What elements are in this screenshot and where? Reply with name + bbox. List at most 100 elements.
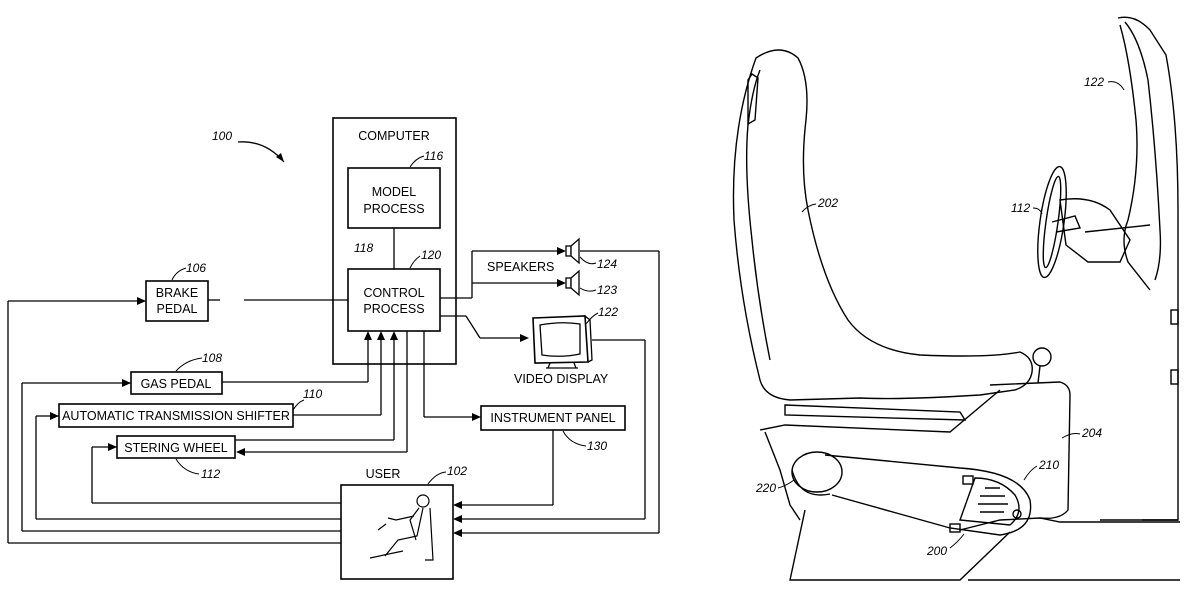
instrument-panel-ref: 130: [587, 439, 607, 453]
speakers-user-arrowhead: [453, 529, 462, 537]
mechanism-bolt-a: [962, 475, 974, 485]
speakers-label: SPEAKERS: [487, 260, 554, 274]
steering-hub: [1051, 215, 1081, 233]
simulator-labels: 122 112 202 204 210 220 200: [755, 75, 1125, 558]
speaker-b-arrowhead: [557, 279, 566, 287]
steering-shaft: [1084, 224, 1151, 233]
speaker-b-leader: [579, 287, 597, 292]
user-ref: 102: [447, 464, 467, 478]
steering-leader: [175, 458, 200, 475]
user-leader: [427, 471, 447, 485]
simulator-illustration: [732, 16, 1180, 581]
actuator-texture: [978, 487, 1008, 513]
brake-pedal-block: [145, 280, 209, 322]
sim-base-ref: 204: [1081, 426, 1102, 440]
figure-ref-arrowhead: [276, 153, 284, 162]
speaker-icon-a: [565, 237, 580, 265]
sim-seat-ref: 202: [817, 196, 838, 210]
sim-wheel-ref: 112: [1011, 201, 1030, 215]
speaker-icon-b: [565, 269, 580, 297]
computer-label: COMPUTER: [358, 129, 430, 143]
sim-mechanism-ref: 210: [1038, 458, 1059, 472]
shifter-stick: [1037, 365, 1041, 384]
model-process-ref: 116: [424, 149, 443, 163]
control-process-ref: 120: [421, 248, 441, 262]
shifter-input-arrowhead: [50, 412, 59, 420]
control-to-display-line-b: [465, 315, 481, 339]
model-process-block: [347, 167, 441, 229]
user-label: USER: [366, 467, 401, 481]
speaker-a-arrowhead: [557, 247, 566, 255]
actuator-icon: [959, 477, 1020, 526]
sim-actuator-leader: [949, 533, 965, 549]
figure-ref-arrow: [237, 141, 285, 163]
brake-pedal-leader: [171, 267, 187, 281]
seat-rail: [784, 404, 967, 421]
control-process-line2: PROCESS: [363, 302, 424, 316]
seat-shell: [732, 49, 1033, 401]
control-process-leader: [409, 255, 421, 269]
gas-arrowhead: [364, 331, 372, 340]
sim-roller-ref: 220: [755, 481, 776, 495]
video-display-ref: 122: [598, 305, 618, 319]
sim-base-leader: [1061, 433, 1081, 439]
base-top-edge: [759, 389, 1001, 433]
roller-shadow: [791, 469, 831, 496]
mechanism-pivot: [1012, 509, 1022, 519]
steering-input-arrowhead: [108, 443, 117, 451]
video-display-leader: [585, 312, 599, 325]
feedback-arrowhead: [236, 448, 245, 456]
panel-arrowhead: [472, 413, 481, 421]
display-panel: [1119, 24, 1151, 291]
link-ref: 118: [354, 241, 373, 255]
display-frame: [1117, 16, 1179, 521]
sim-wheel-leader: [1032, 207, 1043, 215]
steering-label: STERING WHEEL: [124, 441, 228, 455]
seat-side: [745, 69, 771, 361]
speaker-ref-b: 123: [597, 283, 617, 297]
base-console: [959, 381, 1071, 531]
control-process-block: [347, 268, 441, 332]
steering-ref: 112: [201, 467, 220, 481]
steering-column: [1059, 198, 1131, 263]
brake-pedal-line1: BRAKE: [156, 286, 198, 300]
video-display-icon: [532, 315, 593, 369]
shifter-arrowhead: [377, 331, 385, 340]
model-process-line2: PROCESS: [363, 202, 424, 216]
mechanism-bolt-b: [949, 523, 961, 533]
display-inner-edge: [1124, 21, 1162, 281]
mechanism-housing: [824, 454, 1032, 536]
shifter-ref: 110: [303, 387, 322, 401]
steering-wheel-icon: [1037, 165, 1067, 279]
control-process-line1: CONTROL: [363, 286, 424, 300]
user-block: [340, 484, 454, 580]
shifter-label: AUTOMATIC TRANSMISSION SHIFTER: [62, 409, 290, 423]
brake-pedal-line2: PEDAL: [157, 302, 198, 316]
sim-roller-leader: [777, 479, 795, 489]
gas-pedal-leader: [175, 357, 203, 372]
model-process-leader: [409, 155, 425, 168]
display-arrowhead: [520, 334, 529, 342]
base-skirt: [789, 509, 1011, 581]
model-process-line1: MODEL: [372, 185, 417, 199]
seat-headrest-slot: [747, 73, 759, 126]
speaker-ref-a: 124: [597, 257, 617, 271]
sim-mechanism-leader: [1023, 465, 1038, 481]
driver-figure-icon: [369, 494, 434, 561]
instrument-panel-label: INSTRUMENT PANEL: [490, 411, 615, 425]
shifter-knob-icon: [1032, 347, 1052, 367]
floor-step: [1039, 517, 1180, 523]
instrument-panel-leader: [562, 430, 587, 447]
gas-pedal-label: GAS PEDAL: [141, 377, 212, 391]
video-display-label: VIDEO DISPLAY: [514, 372, 609, 386]
steering-wheel-inner: [1042, 175, 1062, 269]
speaker-a-leader: [579, 256, 597, 265]
display-bracket-b: [1170, 369, 1179, 385]
sim-display-ref: 122: [1084, 75, 1104, 89]
panel-user-arrowhead: [453, 501, 462, 509]
figure-ref-label: 100: [212, 129, 232, 143]
sim-actuator-ref: 200: [926, 544, 947, 558]
brake-pedal-ref: 106: [186, 261, 206, 275]
brake-input-arrowhead: [137, 297, 146, 305]
